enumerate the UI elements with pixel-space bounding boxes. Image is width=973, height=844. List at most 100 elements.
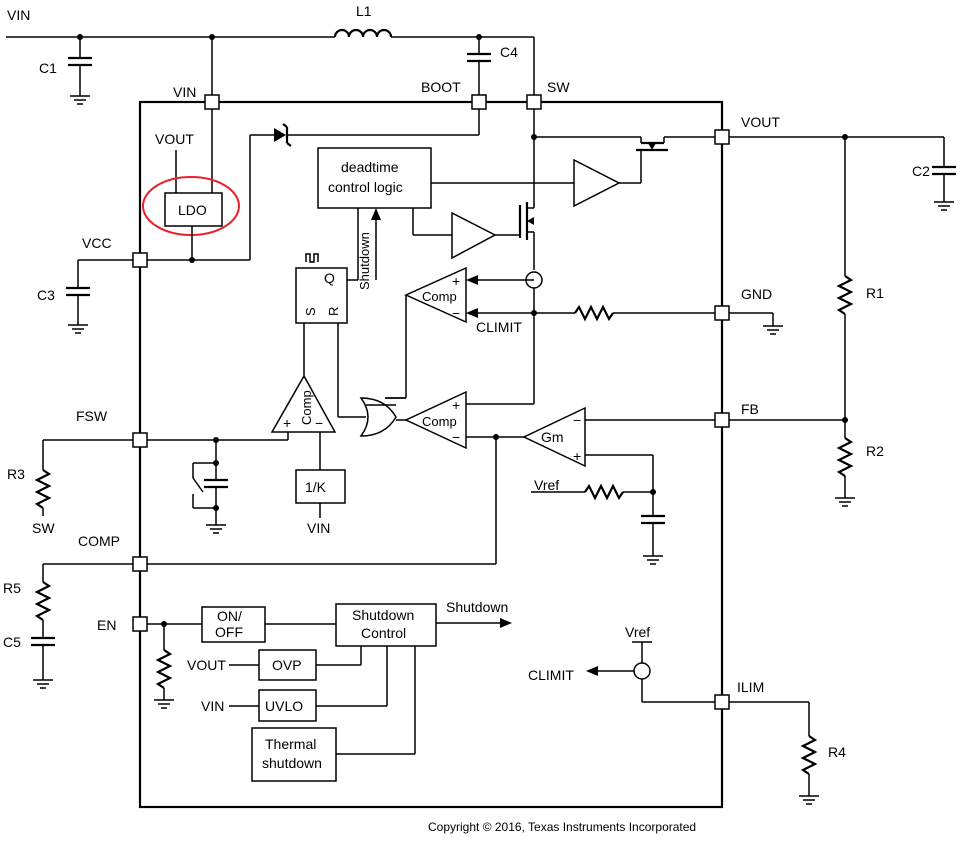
vin-pin-label: VIN xyxy=(173,84,196,100)
r3-label: R3 xyxy=(7,466,25,482)
low-side-driver xyxy=(451,211,497,260)
pin-fb xyxy=(714,412,730,428)
gm-amplifier xyxy=(522,406,586,468)
plus-sign: + xyxy=(573,448,581,464)
clock-pulse-icon xyxy=(305,253,319,263)
l1-label: L1 xyxy=(356,3,372,19)
gnd-symbol xyxy=(729,312,783,335)
deadtime-label-1: deadtime xyxy=(341,159,399,175)
high-side-switch xyxy=(534,136,715,152)
shutdown-control-block xyxy=(335,603,437,647)
high-side-driver xyxy=(573,158,621,208)
fsw-timing-network xyxy=(192,440,228,534)
vref-ilim-label: Vref xyxy=(625,624,650,640)
comp-mid-label: Comp xyxy=(422,414,457,429)
vout-ldo-label: VOUT xyxy=(155,131,194,147)
ldo-highlight xyxy=(142,176,240,236)
sw-pin-label: SW xyxy=(547,79,570,95)
one-over-k-block xyxy=(295,469,346,504)
capacitor-c2 xyxy=(932,137,956,211)
thermal-shutdown-block xyxy=(251,727,337,782)
en-pulldown-resistor xyxy=(154,624,174,709)
pin-fsw xyxy=(132,432,148,448)
comp-top-label: Comp xyxy=(422,289,457,304)
or-gate xyxy=(359,397,397,437)
resistor-r2 xyxy=(835,420,855,507)
climit-internal-label: CLIMIT xyxy=(476,319,522,335)
latch-s-label: S xyxy=(303,307,318,316)
copyright: Copyright © 2016, Texas Instruments Inco… xyxy=(428,820,696,834)
resistor-r4 xyxy=(729,701,819,805)
boot-pin-label: BOOT xyxy=(421,79,461,95)
c1-label: C1 xyxy=(39,60,57,76)
pin-ilim xyxy=(714,694,730,710)
r2-label: R2 xyxy=(866,443,884,459)
r5-label: R5 xyxy=(3,580,21,596)
capacitor-c4 xyxy=(467,37,491,95)
pin-gnd xyxy=(714,305,730,321)
comp-ramp-label: Comp xyxy=(299,390,314,425)
c3-label: C3 xyxy=(37,287,55,303)
ic-outline xyxy=(138,100,724,809)
deadtime-label-2: control logic xyxy=(328,179,403,195)
vin-uvlo-label: VIN xyxy=(201,698,224,714)
vin-top-label: VIN xyxy=(7,7,30,23)
gm-label: Gm xyxy=(541,429,564,445)
comp-pin-label: COMP xyxy=(78,533,120,549)
vref-gm-label: Vref xyxy=(534,477,559,493)
r4-label: R4 xyxy=(828,744,846,760)
latch-r-label: R xyxy=(326,307,341,316)
en-pin-label: EN xyxy=(97,617,116,633)
c4-label: C4 xyxy=(500,44,518,60)
pin-sw xyxy=(526,94,542,110)
onoff-label-1: ON/ xyxy=(217,608,242,624)
one-over-k-label: 1/K xyxy=(305,479,327,495)
vin-1k-label: VIN xyxy=(307,520,330,536)
shutdown-out-label: Shutdown xyxy=(446,599,508,615)
onoff-label-2: OFF xyxy=(215,624,243,640)
deadtime-block xyxy=(317,147,432,209)
pin-vout xyxy=(714,129,730,145)
sense-resistor xyxy=(574,304,614,322)
comparator-climit xyxy=(404,266,467,324)
ldo-label: LDO xyxy=(178,202,207,218)
shutdown-ctrl-label-2: Control xyxy=(361,625,406,641)
gnd-pin-label: GND xyxy=(741,286,772,302)
shutdown-vertical-label: Shutdown xyxy=(357,232,372,290)
capacitor-c3 xyxy=(66,259,133,334)
ilim-current-source xyxy=(633,662,651,680)
minus-sign: − xyxy=(452,429,460,445)
low-side-switch xyxy=(518,202,534,240)
pin-boot xyxy=(471,94,487,110)
plus-sign: + xyxy=(283,415,291,431)
gm-filter-cap xyxy=(641,514,665,565)
resistor-r1 xyxy=(836,137,854,420)
latch-q-label: Q xyxy=(324,270,335,286)
pin-vin xyxy=(204,94,220,110)
resistor-r3 xyxy=(34,439,133,516)
capacitor-c1 xyxy=(68,37,92,105)
sw-r3-label: SW xyxy=(32,520,55,536)
minus-sign: − xyxy=(452,305,460,321)
climit-ilim-label: CLIMIT xyxy=(528,667,574,683)
onoff-block xyxy=(201,606,266,643)
ldo-block xyxy=(164,192,223,227)
inductor-l1 xyxy=(333,28,534,38)
vout-pin-label: VOUT xyxy=(741,114,780,130)
vref-resistor xyxy=(584,483,624,501)
vout-ovp-label: VOUT xyxy=(187,657,226,673)
sr-latch xyxy=(295,267,348,324)
r1-label: R1 xyxy=(866,285,884,301)
resistor-r5-capacitor-c5 xyxy=(31,563,133,689)
ovp-label: OVP xyxy=(272,657,302,673)
uvlo-label: UVLO xyxy=(265,698,303,714)
plus-sign: + xyxy=(452,273,460,289)
comparator-ramp xyxy=(270,374,337,433)
thermal-label-1: Thermal xyxy=(265,736,316,752)
c2-label: C2 xyxy=(912,163,930,179)
thermal-label-2: shutdown xyxy=(262,755,322,771)
fsw-pin-label: FSW xyxy=(76,408,108,424)
ilim-pin-label: ILIM xyxy=(737,679,764,695)
pin-en xyxy=(132,616,148,632)
